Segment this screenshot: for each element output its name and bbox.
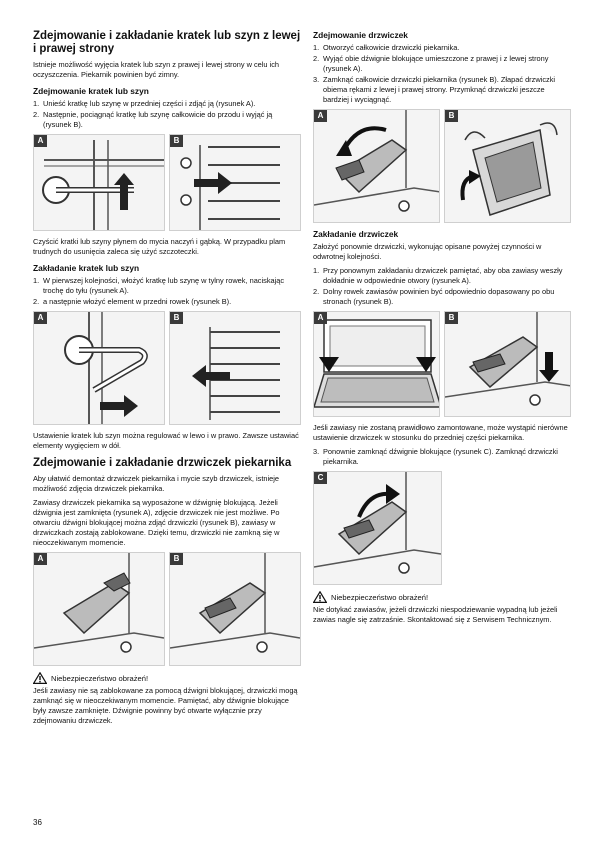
warning-heading-right: Niebezpieczeństwo obrażeń! bbox=[313, 591, 571, 603]
figure-close-lever-c: C bbox=[313, 471, 442, 585]
figure-row-close-lever: C bbox=[313, 471, 571, 585]
figure-label: C bbox=[314, 472, 327, 484]
figure-label: A bbox=[34, 553, 47, 565]
racks-intro: Istnieje możliwość wyjęcia kratek lub sz… bbox=[33, 60, 280, 79]
figure-install-rack-b: B bbox=[169, 311, 301, 425]
door-intro: Aby ułatwić demontaż drzwiczek piekarnik… bbox=[33, 474, 280, 493]
figure-label: B bbox=[170, 312, 183, 324]
figure-row-remove-door: A B bbox=[313, 109, 571, 223]
list-item: 2.Dolny rowek zawiasów powinien być odpo… bbox=[313, 287, 555, 306]
section-title-racks: Zdejmowanie i zakładanie kratek lub szyn… bbox=[33, 30, 301, 55]
section-title-door: Zdejmowanie i zakładanie drzwiczek pieka… bbox=[33, 457, 292, 469]
adjust-racks-text: Ustawienie kratek lub szyn można regulow… bbox=[33, 431, 299, 450]
warning-heading-left: Niebezpieczeństwo obrażeń! bbox=[33, 672, 301, 684]
figure-install-door-b: B bbox=[444, 311, 571, 417]
figure-install-rack-a: A bbox=[33, 311, 165, 425]
page-number: 36 bbox=[33, 818, 42, 827]
list-item: 1.W pierwszej kolejności, włożyć kratkę … bbox=[33, 276, 285, 295]
misalign-text: Jeśli zawiasy nie zostaną prawidłowo zam… bbox=[313, 423, 568, 442]
figure-row-install-racks: A B bbox=[33, 311, 301, 425]
figure-row-remove-racks: A B bbox=[33, 134, 301, 231]
subheading-install-racks: Zakładanie kratek lub szyn bbox=[33, 263, 140, 273]
install-door-intro: Założyć ponownie drzwiczki, wykonując op… bbox=[313, 242, 542, 261]
warning-triangle-icon bbox=[33, 672, 47, 684]
figure-row-install-door: A B bbox=[313, 311, 571, 417]
figure-remove-lever-a: A bbox=[313, 109, 440, 223]
figure-label: B bbox=[445, 110, 458, 122]
figure-label: A bbox=[314, 312, 327, 324]
figure-remove-door-b: B bbox=[444, 109, 571, 223]
figure-label: A bbox=[34, 312, 47, 324]
subheading-install-door: Zakładanie drzwiczek bbox=[313, 229, 399, 239]
list-item: 1.Otworzyć całkowicie drzwiczki piekarni… bbox=[313, 43, 460, 52]
list-item: 3.Ponownie zamknąć dźwignie blokujące (r… bbox=[313, 447, 558, 466]
list-item: 2.Następnie, pociągnąć kratkę lub szynę … bbox=[33, 110, 273, 129]
figure-row-hinge-lever: A B bbox=[33, 552, 301, 666]
subheading-remove-racks: Zdejmowanie kratek lub szyn bbox=[33, 86, 149, 96]
warning-text-right: Nie dotykać zawiasów, jeżeli drzwiczki n… bbox=[313, 605, 558, 624]
warning-title: Niebezpieczeństwo obrażeń! bbox=[331, 592, 429, 602]
install-racks-steps: 1.W pierwszej kolejności, włożyć kratkę … bbox=[33, 276, 301, 307]
install-door-steps: 1.Przy ponownym zakładaniu drzwiczek pam… bbox=[313, 266, 571, 307]
list-item: 2.Wyjąć obie dźwignie blokujące umieszcz… bbox=[313, 54, 549, 73]
figure-label: A bbox=[34, 135, 47, 147]
left-column: Zdejmowanie i zakładanie kratek lub szyn… bbox=[33, 30, 301, 730]
list-item: 3.Zamknąć całkowicie drzwiczki piekarnik… bbox=[313, 75, 556, 104]
remove-door-steps: 1.Otworzyć całkowicie drzwiczki piekarni… bbox=[313, 43, 571, 105]
warning-triangle-icon bbox=[313, 591, 327, 603]
figure-install-door-a: A bbox=[313, 311, 440, 417]
figure-label: B bbox=[170, 553, 183, 565]
warning-text-left: Jeśli zawiasy nie są zablokowane za pomo… bbox=[33, 686, 298, 725]
clean-racks-text: Czyścić kratki lub szyny płynem do mycia… bbox=[33, 237, 286, 256]
right-column: Zdejmowanie drzwiczek 1.Otworzyć całkowi… bbox=[313, 30, 571, 629]
warning-title: Niebezpieczeństwo obrażeń! bbox=[51, 673, 149, 683]
figure-remove-rack-a: A bbox=[33, 134, 165, 231]
install-door-step3: 3.Ponownie zamknąć dźwignie blokujące (r… bbox=[313, 447, 571, 467]
list-item: 2.a następnie włożyć element w przedni r… bbox=[33, 297, 232, 306]
subheading-remove-door: Zdejmowanie drzwiczek bbox=[313, 30, 408, 40]
figure-hinge-open-b: B bbox=[169, 552, 301, 666]
figure-remove-rack-b: B bbox=[169, 134, 301, 231]
list-item: 1.Przy ponownym zakładaniu drzwiczek pam… bbox=[313, 266, 563, 285]
figure-hinge-closed-a: A bbox=[33, 552, 165, 666]
remove-racks-steps: 1.Unieść kratkę lub szynę w przedniej cz… bbox=[33, 99, 301, 130]
list-item: 1.Unieść kratkę lub szynę w przedniej cz… bbox=[33, 99, 256, 108]
figure-label: A bbox=[314, 110, 327, 122]
figure-label: B bbox=[170, 135, 183, 147]
figure-label: B bbox=[445, 312, 458, 324]
door-hinges-text: Zawiasy drzwiczek piekarnika są wyposażo… bbox=[33, 498, 280, 547]
